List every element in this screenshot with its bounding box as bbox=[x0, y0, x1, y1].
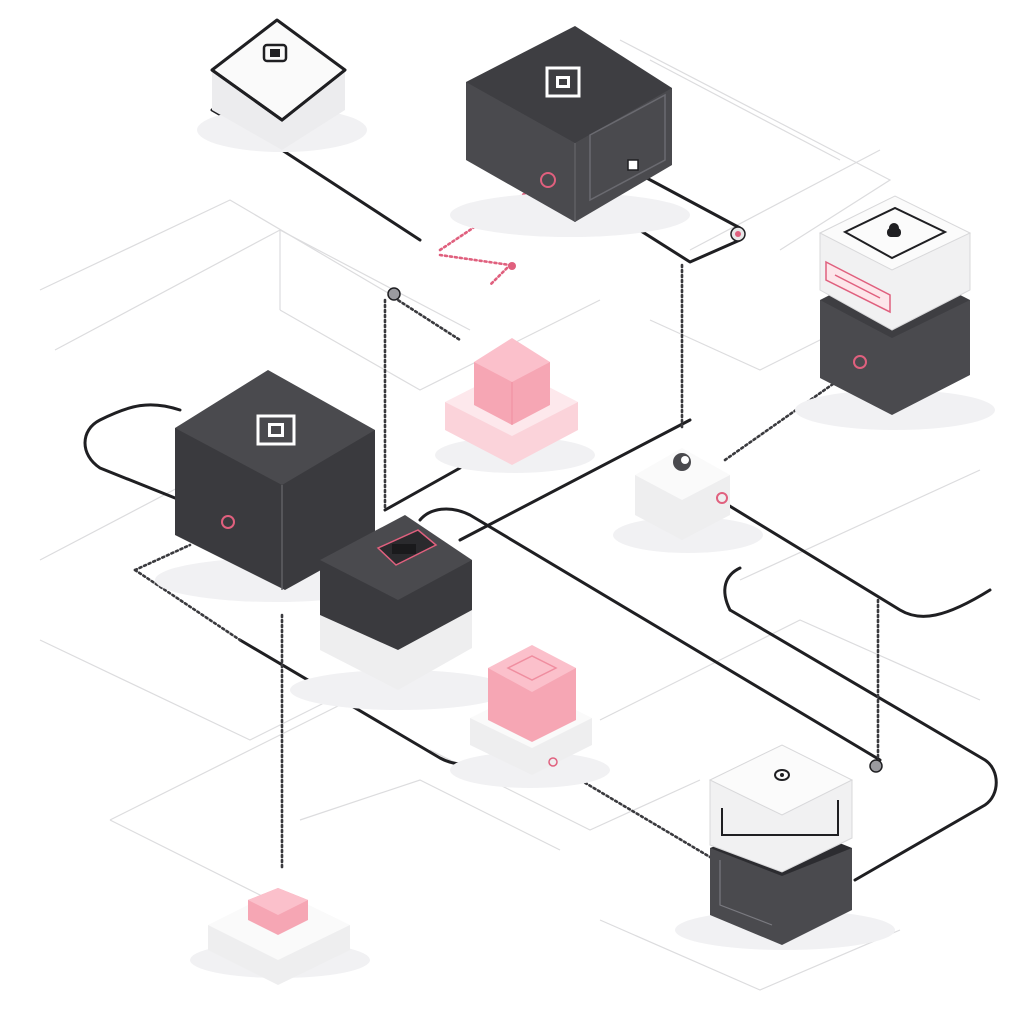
large-dark-block-top bbox=[450, 26, 690, 237]
pink-cube-center bbox=[435, 338, 595, 473]
pink-port bbox=[853, 355, 867, 369]
small-light-block-right bbox=[613, 448, 763, 553]
square-target-icon bbox=[545, 66, 581, 98]
stacked-block-right bbox=[795, 195, 995, 430]
pink-port bbox=[548, 757, 558, 767]
pink-port bbox=[221, 515, 235, 529]
slot-icon bbox=[376, 529, 438, 566]
cloud-icon bbox=[887, 223, 901, 237]
pink-cube-bottom bbox=[450, 645, 610, 788]
stacked-block-bottom-right bbox=[675, 744, 895, 950]
square-target-icon bbox=[256, 414, 296, 446]
pink-tile-bottom-left bbox=[190, 888, 370, 985]
pink-port bbox=[716, 492, 728, 504]
dark-slot-block-center bbox=[290, 515, 510, 710]
dot-icon bbox=[673, 453, 691, 471]
pink-port bbox=[540, 172, 556, 188]
square-chip-icon bbox=[262, 43, 288, 63]
connector-plugs bbox=[387, 226, 883, 773]
dot-icon bbox=[774, 769, 790, 781]
background-grid bbox=[39, 39, 981, 991]
small-light-block-top-left bbox=[197, 18, 367, 152]
